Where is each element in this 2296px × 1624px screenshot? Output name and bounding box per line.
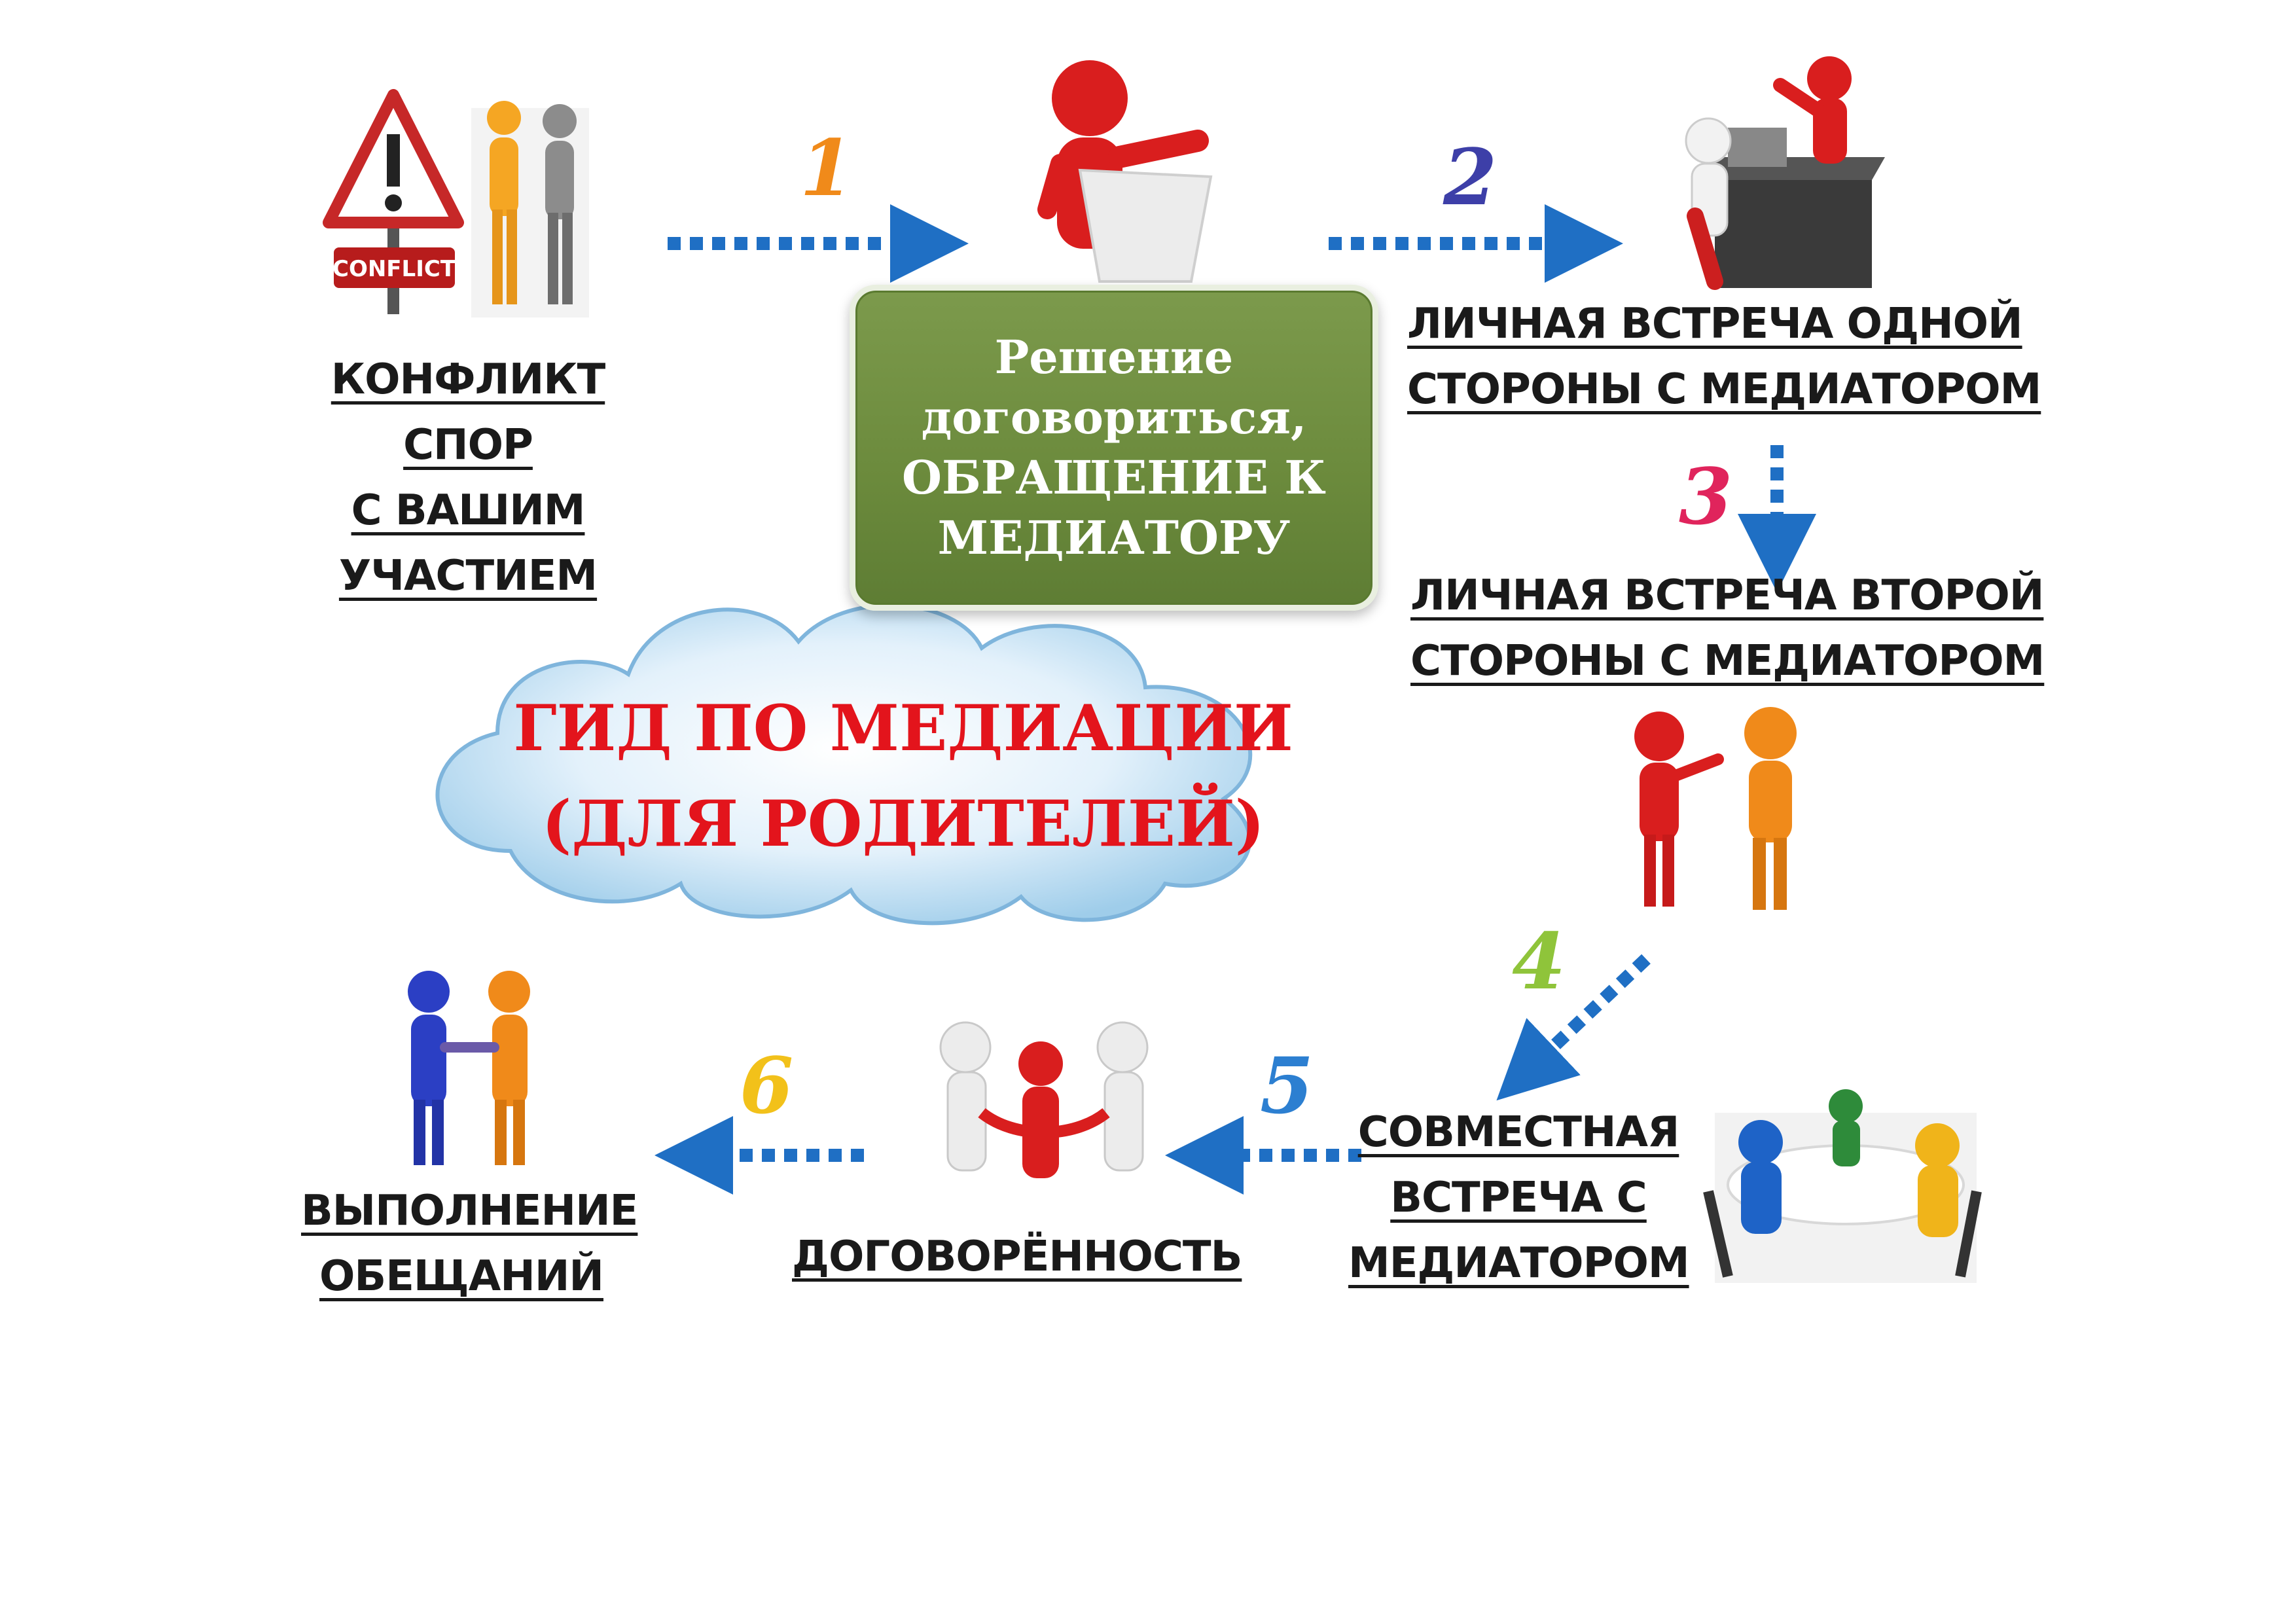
step-number-3: 3 bbox=[1679, 451, 1733, 542]
guide-title-line-1: ГИД ПО МЕДИАЦИИ bbox=[513, 691, 1293, 765]
group-huddle-figures-icon bbox=[939, 1021, 1149, 1178]
step-number-2: 2 bbox=[1443, 132, 1498, 223]
step-number-5: 5 bbox=[1260, 1040, 1314, 1131]
step-agreement-label: ДОГОВОРЁННОСТЬ bbox=[792, 1233, 1242, 1281]
handshake-figures-icon bbox=[408, 971, 530, 1165]
decision-line-2: договориться, bbox=[921, 390, 1307, 444]
step-number-1: 1 bbox=[800, 122, 854, 213]
conflict-warning-sign-icon: CONFLICT bbox=[323, 89, 464, 314]
conflict-sign-text: CONFLICT bbox=[332, 256, 456, 282]
speaker-podium-figure-icon bbox=[1037, 60, 1213, 283]
two-figures-talking-icon bbox=[1634, 707, 1797, 910]
step-number-4: 4 bbox=[1512, 916, 1566, 1007]
step-meeting-one-label: ЛИЧНАЯ ВСТРЕЧА ОДНОЙ СТОРОНЫ С МЕДИАТОРО… bbox=[1407, 300, 2041, 414]
flow-arrows bbox=[655, 204, 1816, 1195]
step-decision-box: Решение договориться, ОБРАЩЕНИЕ К МЕДИАТ… bbox=[850, 285, 1378, 611]
step-number-6: 6 bbox=[740, 1040, 794, 1131]
title-cloud bbox=[435, 603, 1253, 926]
decision-line-1: Решение bbox=[994, 330, 1234, 384]
decision-line-3: ОБРАЩЕНИЕ К bbox=[902, 450, 1326, 505]
guide-title-line-2: (ДЛЯ РОДИТЕЛЕЙ) bbox=[541, 787, 1265, 861]
desk-meeting-figures-icon bbox=[1685, 56, 1885, 290]
guide-title: ГИД ПО МЕДИАЦИИ (ДЛЯ РОДИТЕЛЕЙ) bbox=[511, 681, 1296, 872]
step-joint-meeting-label: СОВМЕСТНАЯ ВСТРЕЧА С МЕДИАТОРОМ bbox=[1348, 1108, 1690, 1288]
decision-line-4: МЕДИАТОРУ bbox=[937, 511, 1291, 565]
step-conflict-label: КОНФЛИКТ СПОР С ВАШИМ УЧАСТИЕМ bbox=[331, 355, 605, 600]
conflict-figures-icon bbox=[471, 101, 589, 317]
arrow-4 bbox=[1496, 954, 1651, 1101]
step-fulfillment-label: ВЫПОЛНЕНИЕ ОБЕЩАНИЙ bbox=[301, 1187, 638, 1301]
round-table-meeting-icon bbox=[1703, 1089, 1982, 1283]
step-meeting-two-label: ЛИЧНАЯ ВСТРЕЧА ВТОРОЙ СТОРОНЫ С МЕДИАТОР… bbox=[1410, 571, 2045, 685]
